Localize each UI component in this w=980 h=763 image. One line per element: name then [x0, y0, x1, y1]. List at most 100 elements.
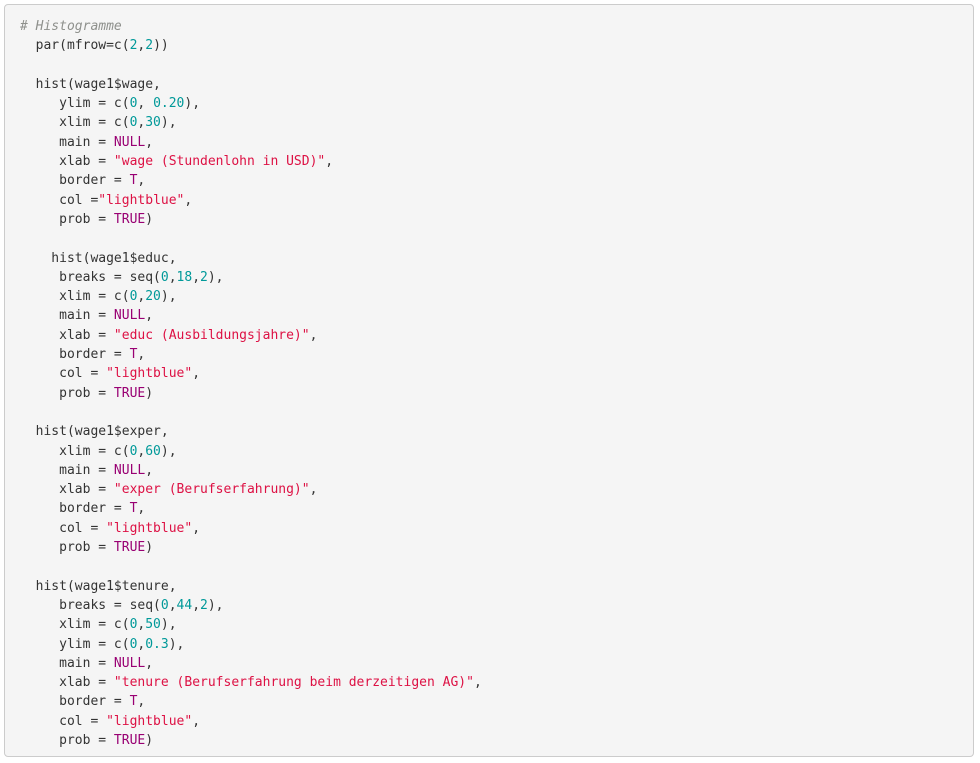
code-line: xlab = "wage (Stundenlohn in USD)", — [20, 152, 973, 171]
code-text: , — [168, 269, 177, 285]
code-number: 0 — [160, 597, 169, 613]
code-string: "lightblue" — [106, 713, 193, 729]
code-string: "lightblue" — [98, 192, 185, 208]
code-text: border = — [20, 173, 130, 189]
code-text: par(mfrow=c( — [20, 38, 130, 54]
code-text: ), — [207, 597, 224, 613]
code-text: ), — [168, 636, 185, 652]
code-text: ) — [145, 732, 154, 748]
code-keyword: T — [129, 173, 138, 189]
code-text: , — [145, 655, 154, 671]
code-text: , — [184, 192, 193, 208]
code-line: main = NULL, — [20, 654, 973, 673]
code-text: ), — [160, 617, 177, 633]
code-listing: # Histogramme par(mfrow=c(2,2)) hist(wag… — [20, 17, 973, 750]
code-text: prob = — [20, 732, 114, 748]
code-text: , — [145, 308, 154, 324]
code-line: col = "lightblue", — [20, 519, 973, 538]
code-text: ), — [160, 115, 177, 131]
code-line: xlab = "educ (Ausbildungsjahre)", — [20, 326, 973, 345]
code-line — [20, 229, 973, 248]
code-text: hist(wage1$wage, — [20, 76, 161, 92]
code-line — [20, 403, 973, 422]
code-text: border = — [20, 347, 130, 363]
code-line: hist(wage1$exper, — [20, 422, 973, 441]
code-line: border = T, — [20, 499, 973, 518]
code-text: ), — [184, 96, 201, 112]
code-block: # Histogramme par(mfrow=c(2,2)) hist(wag… — [4, 4, 974, 757]
code-number: 0.3 — [145, 636, 169, 652]
code-string: "exper (Berufserfahrung)" — [113, 482, 310, 498]
code-text: , — [309, 327, 318, 343]
code-number: 0 — [129, 289, 138, 305]
code-line: breaks = seq(0,18,2), — [20, 268, 973, 287]
code-number: 30 — [145, 115, 161, 131]
code-text: xlim = c( — [20, 443, 130, 459]
code-number: 2 — [200, 269, 208, 285]
code-text: main = — [20, 462, 114, 478]
code-text: hist(wage1$tenure, — [20, 578, 177, 594]
code-text: , — [137, 173, 146, 189]
code-text: )) — [153, 38, 169, 54]
code-line: xlab = "tenure (Berufserfahrung beim der… — [20, 673, 973, 692]
code-line — [20, 557, 973, 576]
code-line: # Histogramme — [20, 17, 973, 36]
code-text: col = — [20, 192, 99, 208]
code-string: "lightblue" — [106, 366, 193, 382]
code-text: xlab = — [20, 482, 114, 498]
code-text: prob = — [20, 211, 114, 227]
code-number: 44 — [176, 597, 193, 613]
code-text: , — [192, 597, 201, 613]
code-string: "wage (Stundenlohn in USD)" — [113, 154, 326, 170]
code-line: prob = TRUE) — [20, 731, 973, 750]
code-number: 0 — [129, 636, 138, 652]
code-number: 0 — [129, 115, 138, 131]
code-keyword: NULL — [113, 134, 146, 150]
code-line: border = T, — [20, 345, 973, 364]
code-text: xlim = c( — [20, 115, 130, 131]
code-text: , — [137, 694, 146, 710]
code-text: ), — [207, 269, 224, 285]
code-text: , — [137, 115, 146, 131]
code-text: ) — [145, 211, 154, 227]
code-text: breaks = seq( — [20, 597, 161, 613]
code-text: , — [137, 347, 146, 363]
code-text: , — [473, 675, 482, 691]
code-text: , — [192, 366, 201, 382]
code-keyword: T — [129, 501, 138, 517]
code-text: xlab = — [20, 327, 114, 343]
code-line: xlim = c(0,50), — [20, 615, 973, 634]
code-text: , — [309, 482, 318, 498]
code-number: 0 — [129, 617, 138, 633]
code-text: ), — [160, 289, 177, 305]
code-line: xlim = c(0,60), — [20, 442, 973, 461]
code-text: ylim = c( — [20, 96, 130, 112]
code-string: "tenure (Berufserfahrung beim derzeitige… — [113, 675, 474, 691]
code-text: col = — [20, 366, 107, 382]
code-number: 2 — [129, 38, 138, 54]
code-line: xlim = c(0,20), — [20, 287, 973, 306]
code-text: breaks = seq( — [20, 269, 161, 285]
code-keyword: NULL — [113, 462, 146, 478]
code-line: col = "lightblue", — [20, 712, 973, 731]
code-number: 2 — [145, 38, 154, 54]
code-line: ylim = c(0, 0.20), — [20, 94, 973, 113]
code-line: main = NULL, — [20, 133, 973, 152]
code-text: , — [145, 462, 154, 478]
code-keyword: TRUE — [113, 732, 146, 748]
code-text: , — [192, 269, 201, 285]
code-number: 0.20 — [153, 96, 185, 112]
code-line: xlim = c(0,30), — [20, 113, 973, 132]
code-line: border = T, — [20, 171, 973, 190]
code-line: par(mfrow=c(2,2)) — [20, 36, 973, 55]
code-text: border = — [20, 694, 130, 710]
code-text: ) — [145, 540, 154, 556]
code-text: prob = — [20, 385, 114, 401]
code-text: col = — [20, 713, 107, 729]
code-text: ), — [160, 443, 177, 459]
code-text: , — [192, 713, 201, 729]
code-line: hist(wage1$wage, — [20, 75, 973, 94]
code-text: prob = — [20, 540, 114, 556]
code-text: , — [137, 289, 146, 305]
code-text: , — [145, 134, 154, 150]
